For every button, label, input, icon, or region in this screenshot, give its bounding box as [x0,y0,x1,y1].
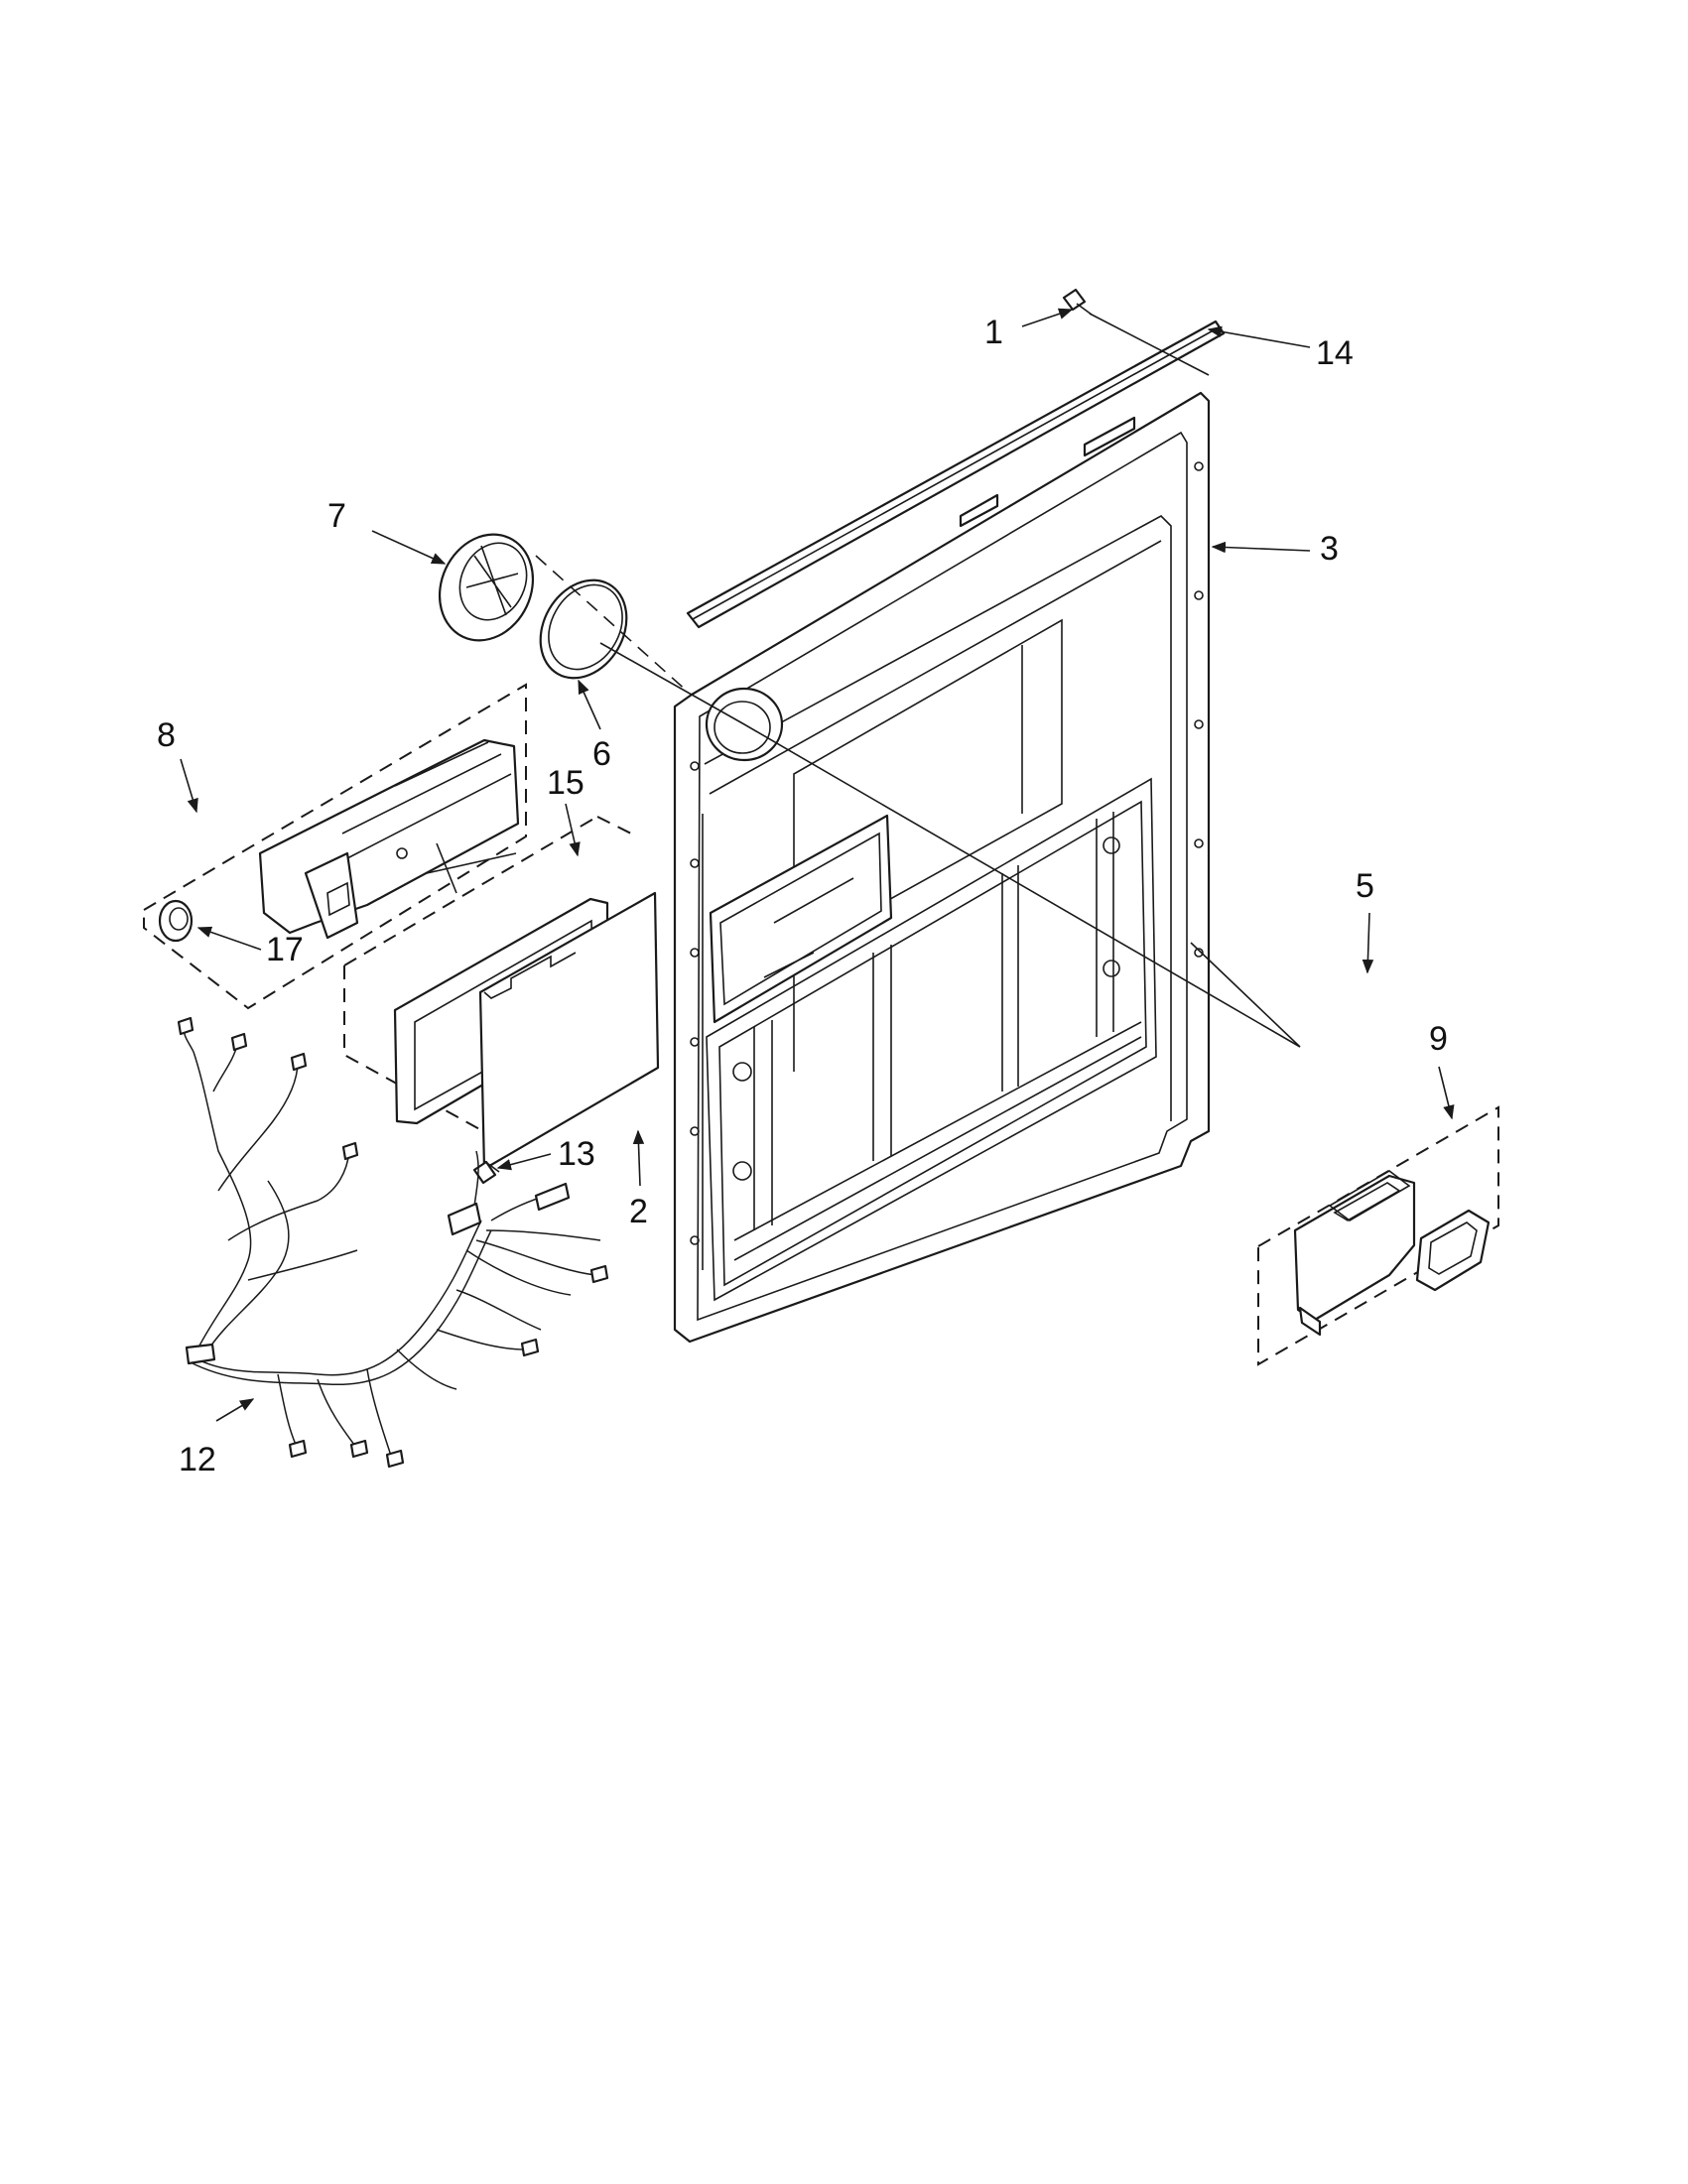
screw-1 [1062,288,1093,316]
leader-15 [565,803,581,857]
control-board-group [343,816,660,1171]
leader-2 [632,1129,645,1187]
callout-15: 15 [547,764,584,802]
callout-6: 6 [592,735,611,773]
callout-5: 5 [1356,867,1374,905]
callout-3: 3 [1320,530,1339,568]
vent-gasket [539,578,628,680]
knob-17 [158,899,194,943]
leader-12 [215,1398,255,1422]
panel-detergent-pocket [709,814,893,1024]
latch-alignment-line [1190,942,1301,1048]
top-trim-strip [686,320,1226,629]
latch-assembly-group [1257,1105,1499,1366]
actuator-assembly-group [143,683,527,1010]
callout-2: 2 [629,1193,648,1230]
leader-1 [1021,308,1074,327]
leader-5 [1362,912,1374,974]
wire-harness [177,1016,609,1469]
callout-1: 1 [984,314,1003,351]
callout-8: 8 [157,716,176,754]
leader-9 [1438,1066,1455,1120]
control-board-2 [478,891,660,1171]
screw-1-alignment-line [1089,313,1210,376]
leader-7 [371,530,447,565]
leader-14 [1207,325,1311,348]
leader-17 [196,926,262,951]
latch-gasket-9 [1415,1209,1491,1292]
vent-cover [438,533,535,642]
leader-6 [578,679,601,730]
callout-14: 14 [1316,334,1354,372]
callout-13: 13 [558,1135,595,1173]
callout-9: 9 [1429,1020,1448,1058]
vent-alignment-line [535,555,690,694]
callout-7: 7 [327,497,346,535]
leader-8 [180,758,198,814]
vent-to-panel-line [599,642,1301,1048]
screw-13 [472,1160,500,1185]
callout-17: 17 [266,931,304,968]
leader-3 [1211,541,1311,554]
callout-12: 12 [179,1441,216,1478]
inner-door-panel [673,391,1211,1344]
leader-13 [496,1153,552,1171]
